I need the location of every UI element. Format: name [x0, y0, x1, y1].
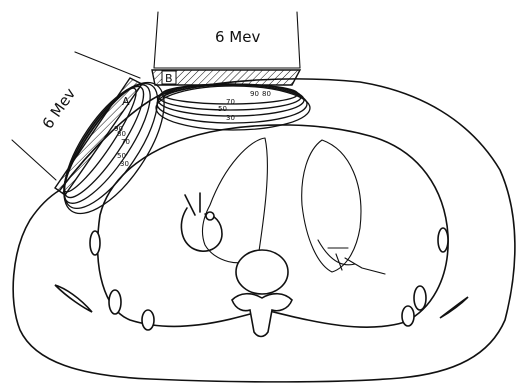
- scapula-left: [440, 297, 468, 318]
- isodose-b-50-label: 50: [218, 105, 227, 113]
- beam-a-energy-label: 6 Mev: [39, 85, 80, 133]
- rib-left-posterior: [402, 306, 414, 326]
- beam-a-edge-lower: [12, 140, 56, 180]
- rib-right-upper: [90, 231, 100, 255]
- beam-b-edge-right: [297, 12, 300, 68]
- isodose-b-30-label: 30: [226, 114, 235, 122]
- beam-b-field-label: B: [165, 72, 173, 85]
- isodose-b-70-label: 70: [226, 98, 235, 106]
- beam-a-field-label: A: [122, 95, 130, 108]
- left-lung-outline: [302, 140, 361, 272]
- isodose-a-30-label: 30: [120, 160, 129, 168]
- aortic-vessel: [206, 212, 214, 220]
- rib-right-posterior: [142, 310, 154, 330]
- isodose-a-70-label: 70: [121, 138, 130, 146]
- rib-left-lower: [414, 286, 426, 310]
- vertebral-body: [236, 250, 288, 294]
- isodose-a-80-label: 80: [117, 130, 126, 138]
- aorta-structure: [181, 193, 222, 251]
- rib-right-lower: [109, 290, 121, 314]
- beam-b-energy-label: 6 Mev: [215, 28, 260, 46]
- scapula-right: [55, 285, 92, 312]
- right-lung-outline: [203, 138, 268, 263]
- isodose-a-50-label: 50: [117, 152, 126, 160]
- beam-b-edge-left: [154, 12, 158, 68]
- isodose-b-90-label: 90: [250, 90, 259, 98]
- beam-a-edge-upper: [75, 52, 140, 78]
- rib-left-upper: [438, 228, 448, 252]
- isodose-b-80-label: 80: [262, 90, 271, 98]
- beam-b-group: 6 Mev B 90 80 70 50 30: [152, 12, 310, 130]
